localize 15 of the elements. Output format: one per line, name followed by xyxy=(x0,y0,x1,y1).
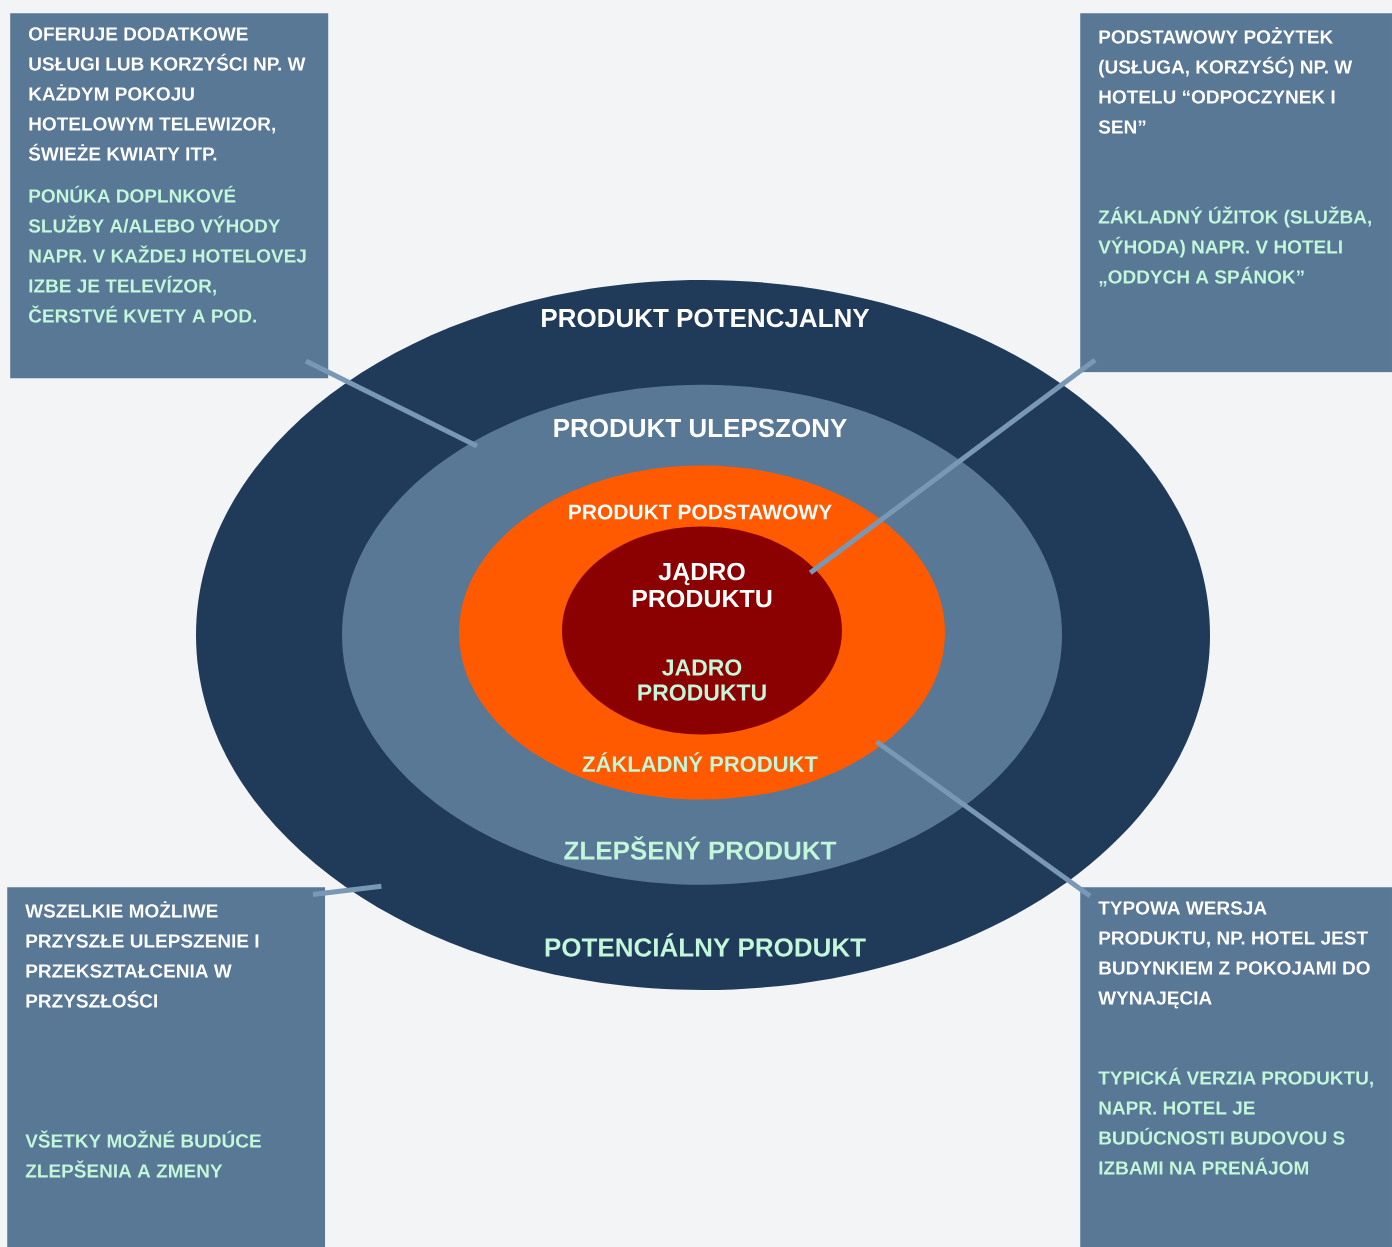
ring-label: PRODUKT ULEPSZONY xyxy=(554,418,847,438)
ring-label: JADRO PRODUKTU xyxy=(638,659,766,701)
ring-label: POTENCIÁLNY PRODUKT xyxy=(545,933,866,957)
callout-box: PODSTAWOWY POŻYTEK (USŁUGA, KORZYŚĆ) NP. W HOTELU “ODPOCZYNEK I SEN” ZÁKLADNÝ ÚŽITOK (SLUŽBA, VÝHODA) NAPR. V HOTELI „ODDYCH A SPÁNOK” xyxy=(1080,13,1392,373)
ring-label: PRODUKT POTENCJALNY xyxy=(542,308,870,328)
ring-label: JĄDRO PRODUKTU xyxy=(632,562,772,608)
callout-box: OFERUJE DODATKOWE USŁUGI LUB KORZYŚCI NP. W KAŻDYM POKOJU HOTELOWYM TELEWIZOR, ŚWIEŻE KWIATY ITP. PONÚKA DOPLNKOVÉ SLUŽBY A/ALEBO VÝHODY NAPR. V KAŽDEJ HOTELOVEJ IZBE JE TELEVÍZOR, ČERSTVÉ KVETY A POD. xyxy=(10,13,329,379)
ring-label: PRODUKT PODSTAWOWY xyxy=(569,504,832,520)
callout-box: TYPOWA WERSJA PRODUKTU, NP. HOTEL JEST BUDYNKIEM Z POKOJAMI DO WYNAJĘCIA TYPICKÁ VERZIA PRODUKTU, NAPR. HOTEL JE BUDÚCNOSTI BUDOVOU S IZBAMI NA PRENÁJOM xyxy=(1080,887,1392,1247)
callout-box: WSZELKIE MOŻLIWE PRZYSZŁE ULEPSZENIE I PRZEKSZTAŁCENIA W PRZYSZŁOŚCI VŠETKY MOŽNÉ BUDÚCE ZLEPŠENIA A ZMENY xyxy=(7,887,326,1247)
ring-label: ZLEPŠENÝ PRODUKT xyxy=(564,836,837,860)
ring-label: ZÁKLADNÝ PRODUKT xyxy=(582,752,818,772)
leader-line xyxy=(875,739,1092,899)
leader-line xyxy=(304,358,479,449)
leader-line xyxy=(808,357,1097,575)
